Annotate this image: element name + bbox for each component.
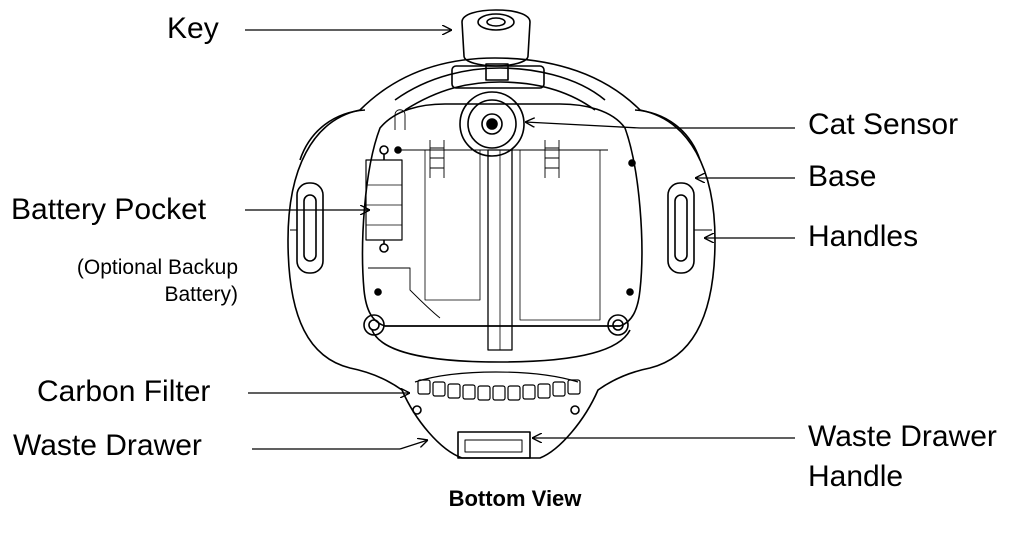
label-battery-pocket: Battery Pocket (11, 193, 207, 226)
label-base: Base (808, 160, 877, 193)
label-handles: Handles (808, 220, 919, 253)
label-waste-drawer: Waste Drawer (13, 429, 202, 462)
device-outline (287, 9, 716, 459)
callout-lines (245, 30, 795, 450)
label-carbon-filter: Carbon Filter (37, 375, 211, 408)
label-key: Key (167, 12, 219, 45)
label-waste-drawer-handle-line1: Waste Drawer (808, 420, 997, 453)
label-battery-note-line1: (Optional Backup (76, 256, 238, 279)
label-battery-note-line2: Battery) (164, 283, 238, 306)
figure-caption: Bottom View (448, 486, 582, 511)
label-cat-sensor: Cat Sensor (808, 108, 959, 141)
label-waste-drawer-handle-line2: Handle (808, 460, 904, 493)
